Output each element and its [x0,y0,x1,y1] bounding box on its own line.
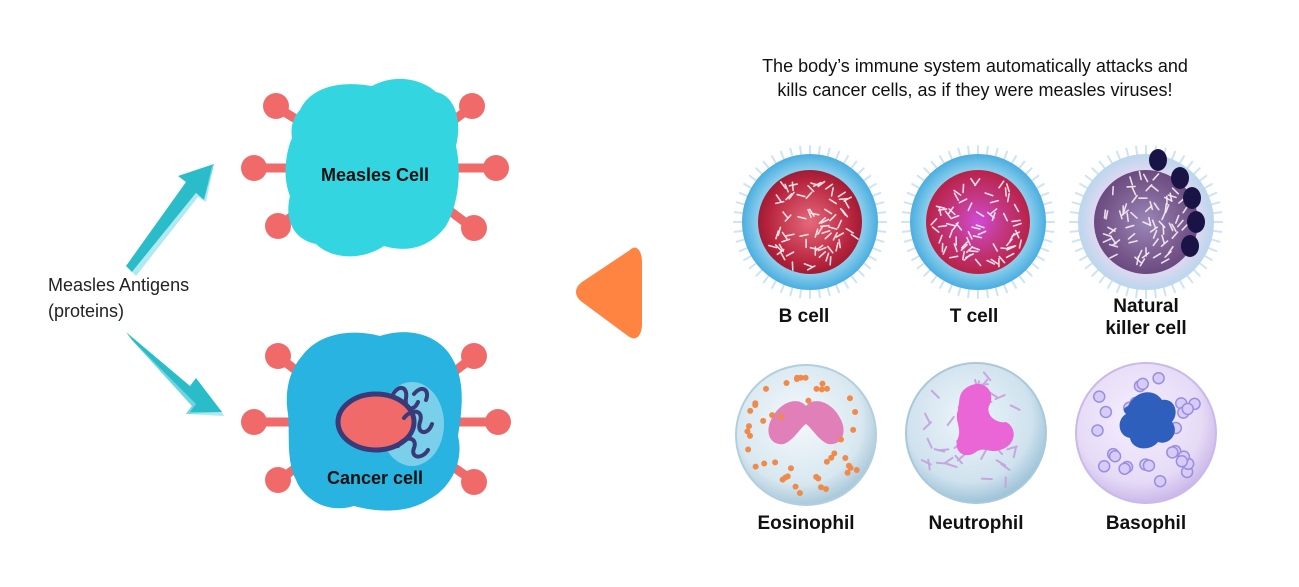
headline: The body’s immune system automatically a… [700,54,1250,102]
measles-cell-label: Measles Cell [320,165,430,185]
neutrophil-label: Neutrophil [928,513,1024,534]
headline-line-1: The body’s immune system automatically a… [762,56,1188,76]
b-cell-image [733,145,887,299]
arrow-up-to-measles [126,164,214,276]
neutrophil-image [905,362,1047,504]
arrow-down-to-cancer [126,332,224,416]
antigens-line-2: (proteins) [48,301,125,321]
basophil-label: Basophil [1105,513,1187,534]
cancer-cell-label: Cancer cell [326,468,424,488]
nk-cell-image [1069,145,1223,299]
dna-strands [390,386,434,459]
antigen-knob [241,343,511,495]
triangle-icon [576,247,642,339]
measles-antigens-label: Measles Antigens (proteins) [48,272,189,324]
b-cell-label: B cell [778,306,830,327]
measles-cell-body [285,78,459,257]
antigen-knob [241,93,509,241]
antigens-line-1: Measles Antigens [48,275,190,295]
t-cell-image [901,145,1055,299]
nk-cell-label-line-1: Natural [1113,296,1179,317]
eosinophil-label: Eosinophil [757,513,855,534]
nk-cell-label: Natural killer cell [1076,296,1216,340]
basophil-nucleus [1119,392,1176,449]
eosinophil-nucleus [768,401,844,445]
nucleus [335,391,417,453]
nk-cell-label-line-2: killer cell [1105,318,1187,339]
neutrophil-nucleus [956,383,1014,456]
basophil-image [1075,362,1217,504]
t-cell-label: T cell [949,306,999,327]
measles-cell [241,78,509,257]
headline-line-2: kills cancer cells, as if they were meas… [777,80,1173,100]
eosinophil-image [735,364,877,506]
cancer-cell [241,332,511,511]
